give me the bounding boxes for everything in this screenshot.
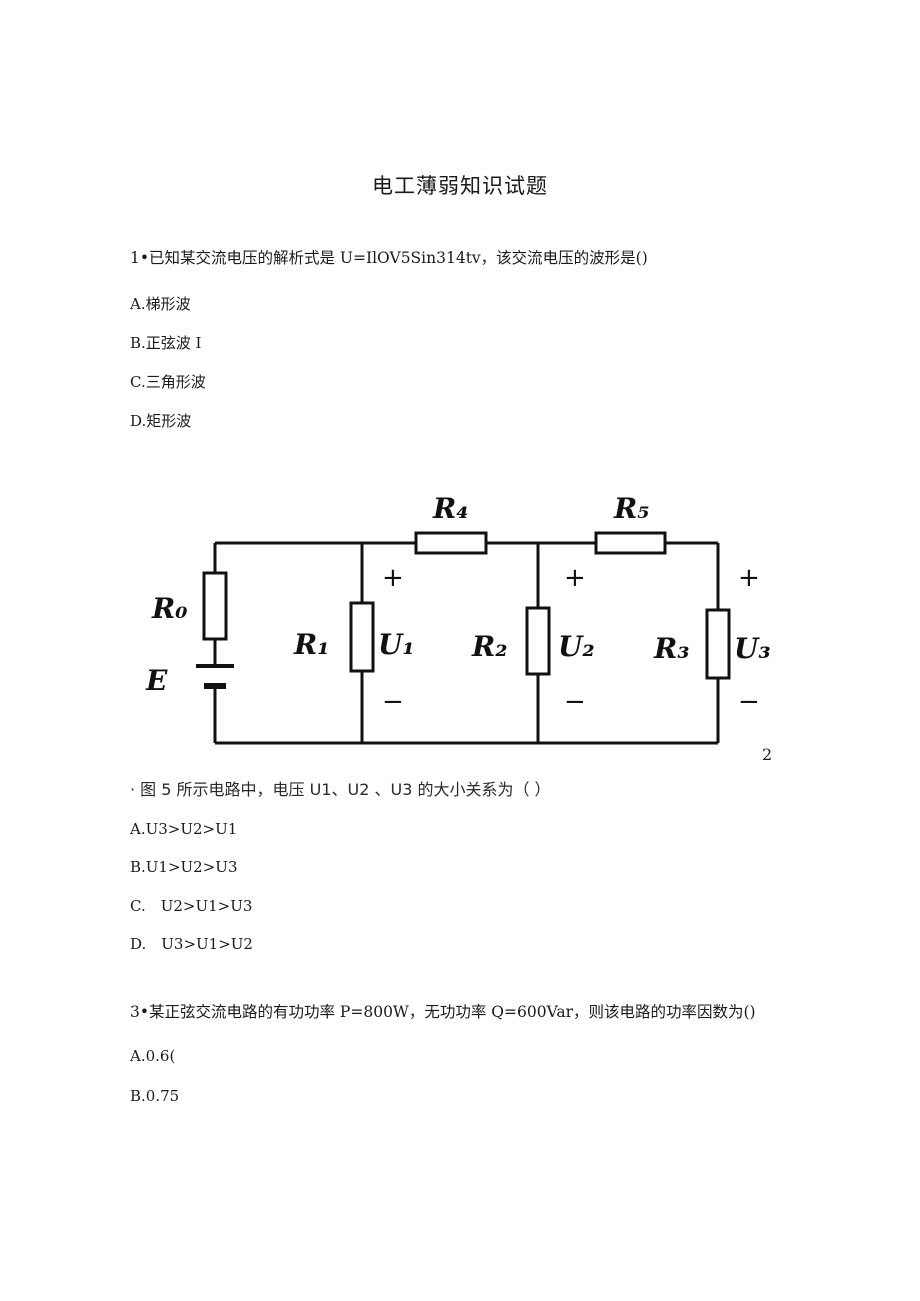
label-u2: U₂ xyxy=(558,630,595,663)
plus-u1: + xyxy=(382,563,404,593)
plus-u3: + xyxy=(738,563,760,593)
label-r0: R₀ xyxy=(151,592,188,625)
label-r1: R₁ xyxy=(293,628,330,661)
question-3: 3•某正弦交流电路的有功功率 P=800W，无功功率 Q=600Var，则该电路… xyxy=(130,1003,756,1021)
resistor-r5 xyxy=(594,531,667,555)
q1-option-c: C.三角形波 xyxy=(130,373,206,391)
label-u1: U₁ xyxy=(378,628,415,661)
q1-option-b: B.正弦波 I xyxy=(130,334,202,352)
label-r3: R₃ xyxy=(653,632,690,665)
plus-u2: + xyxy=(564,563,586,593)
label-e: E xyxy=(145,664,168,697)
resistor-r2 xyxy=(525,606,551,676)
label-r4: R₄ xyxy=(432,492,469,525)
label-u3: U₃ xyxy=(734,632,771,665)
label-r5: R₅ xyxy=(613,492,650,525)
label-r2: R₂ xyxy=(471,630,508,663)
resistor-r4 xyxy=(414,531,488,555)
q1-option-a: A.梯形波 xyxy=(130,295,191,313)
resistor-r3 xyxy=(705,608,731,680)
question-1: 1•已知某交流电压的解析式是 U=IlOV5Sin314tv，该交流电压的波形是… xyxy=(130,249,648,267)
document-title: 电工薄弱知识试题 xyxy=(372,174,548,198)
circuit-diagram: R₀ E R₁ U₁ R₂ U₂ R₃ U₃ R₄ R₅ + + + − − − xyxy=(145,492,771,745)
figure-number: 2 xyxy=(762,745,773,764)
q3-option-a: A.0.6( xyxy=(130,1047,176,1065)
q2-option-d: D. U3>U1>U2 xyxy=(130,935,253,953)
q2-option-a: A.U3>U2>U1 xyxy=(130,820,238,838)
minus-u2: − xyxy=(564,687,586,717)
q3-option-b: B.0.75 xyxy=(130,1087,180,1105)
q2-option-b: B.U1>U2>U3 xyxy=(130,858,238,876)
minus-u1: − xyxy=(382,687,404,717)
q1-option-d: D.矩形波 xyxy=(130,412,192,430)
minus-u3: − xyxy=(738,687,760,717)
resistor-r0 xyxy=(202,571,228,641)
question-2: · 图 5 所示电路中，电压 U1、U2 、U3 的大小关系为（ ） xyxy=(130,780,551,799)
q2-option-c: C. U2>U1>U3 xyxy=(130,897,253,915)
resistor-r1 xyxy=(349,601,375,673)
